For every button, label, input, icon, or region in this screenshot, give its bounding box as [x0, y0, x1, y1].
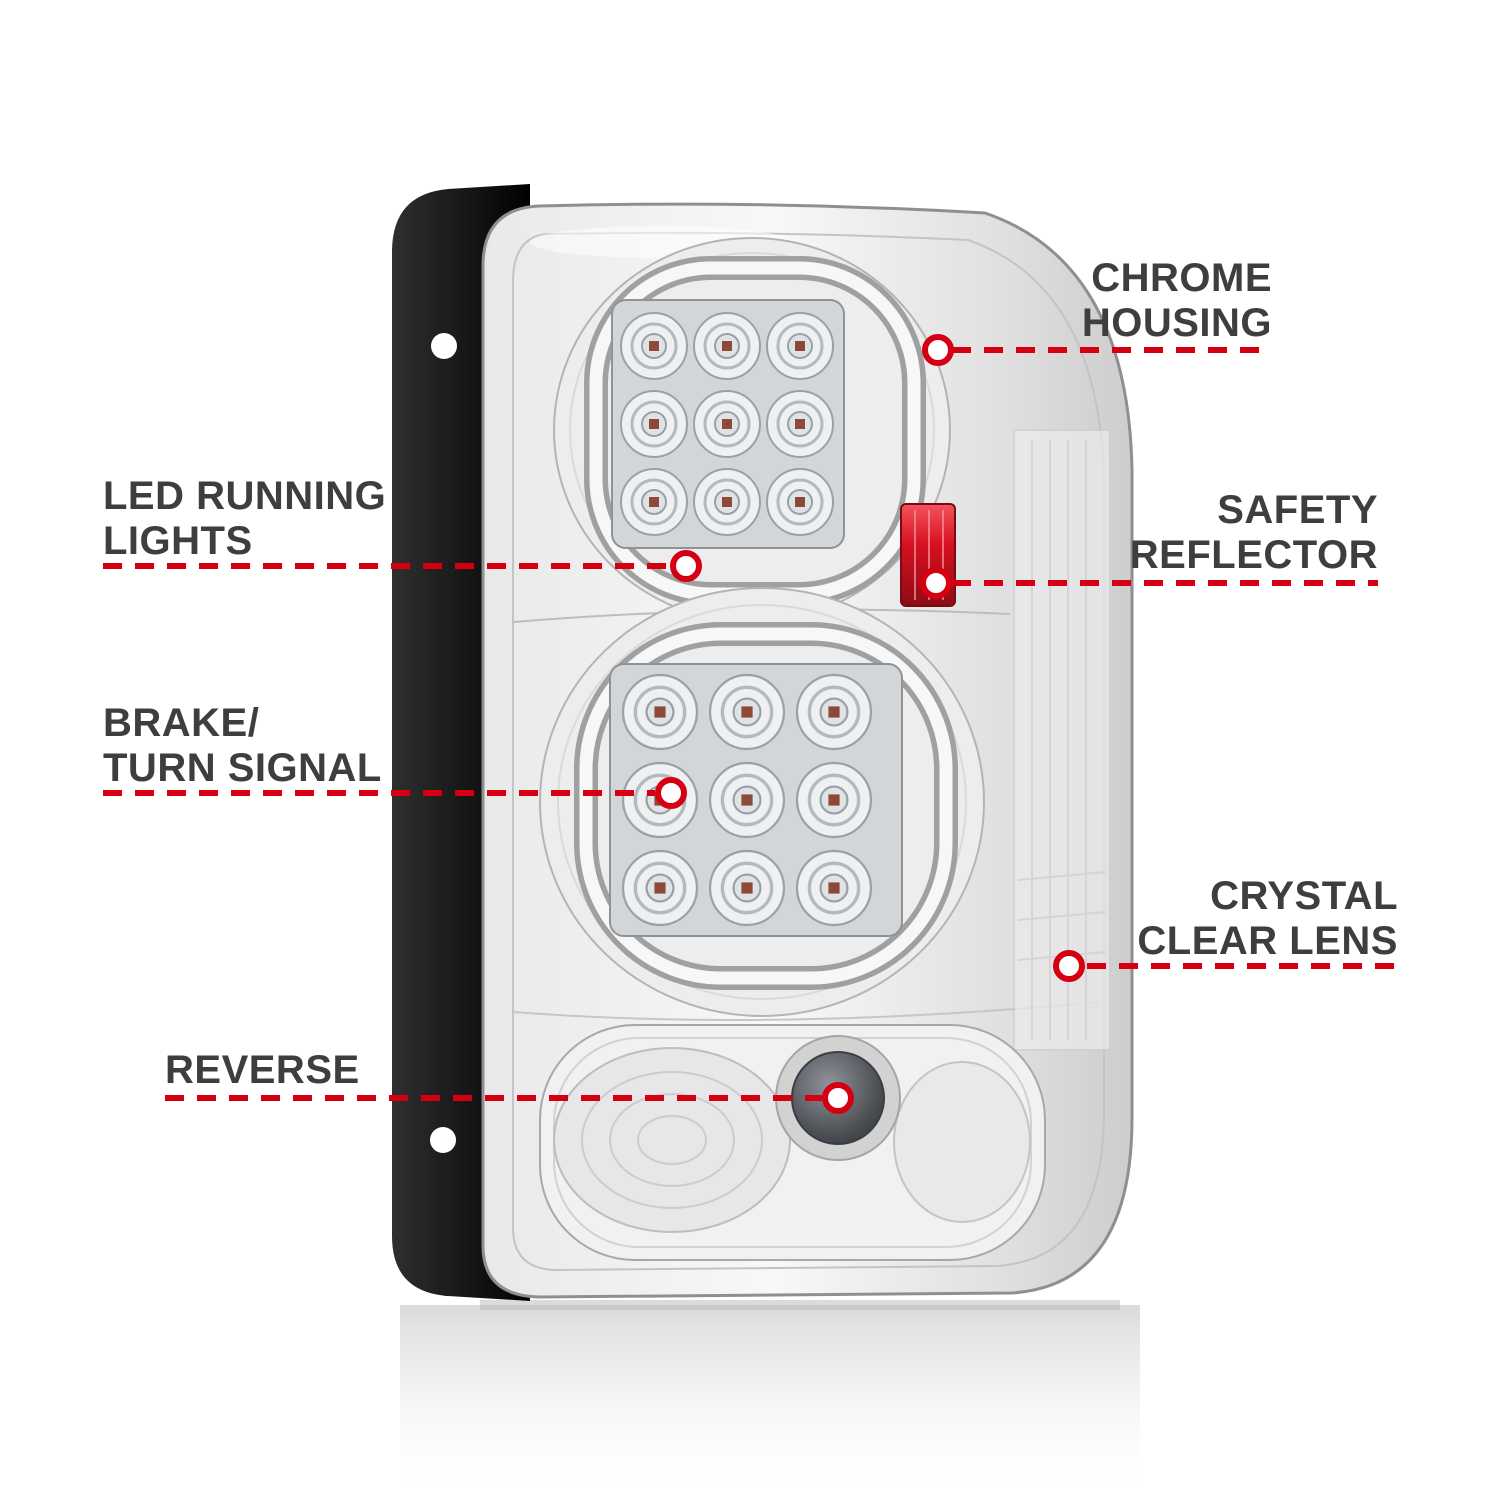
- callout-dot-safety-reflector: [920, 567, 952, 599]
- callout-label-reverse: REVERSE: [165, 1048, 360, 1093]
- callout-text-line: CLEAR LENS: [1137, 918, 1398, 963]
- callout-label-chrome-housing: CHROME HOUSING: [1082, 256, 1272, 346]
- callout-leader-led-running-lights: [103, 563, 668, 569]
- callout-dot-brake-turn-signal: [655, 777, 687, 809]
- callout-leader-crystal-clear-lens: [1087, 963, 1398, 969]
- callout-text-line: LIGHTS: [103, 518, 253, 563]
- callout-dot-led-running-lights: [670, 550, 702, 582]
- crystal-lens-strip: [1013, 429, 1111, 1051]
- callout-text-line: LED RUNNING: [103, 474, 387, 518]
- callout-label-brake-turn-signal: BRAKE/ TURN SIGNAL: [103, 701, 382, 791]
- callout-dot-chrome-housing: [922, 334, 954, 366]
- callout-label-led-running-lights: LED RUNNING LIGHTS: [103, 474, 386, 564]
- callout-text-line: TURN SIGNAL: [103, 745, 382, 790]
- callout-text-line: SAFETY: [1217, 488, 1378, 532]
- callout-label-crystal-clear-lens: CRYSTAL CLEAR LENS: [1137, 874, 1398, 964]
- callout-leader-reverse: [165, 1095, 822, 1101]
- callout-text-line: HOUSING: [1081, 300, 1272, 345]
- callout-label-safety-reflector: SAFETY REFLECTOR: [1130, 488, 1378, 578]
- callout-leader-brake-turn-signal: [103, 790, 655, 796]
- callout-leader-chrome-housing: [952, 347, 1272, 353]
- callout-leader-safety-reflector: [952, 580, 1378, 586]
- callout-text-line: REVERSE: [165, 1048, 360, 1092]
- callout-text-line: CHROME: [1091, 256, 1272, 300]
- bracket-hole-top: [431, 333, 457, 359]
- callout-dot-reverse: [822, 1082, 854, 1114]
- reverse-light-unit: [539, 1024, 1046, 1261]
- callout-text-line: CRYSTAL: [1210, 874, 1398, 918]
- callout-text-line: REFLECTOR: [1129, 532, 1378, 577]
- callout-text-line: BRAKE/: [103, 701, 260, 745]
- callout-dot-crystal-clear-lens: [1053, 950, 1085, 982]
- bracket-hole-bottom: [430, 1127, 456, 1153]
- brake-turn-signal-unit: [539, 587, 985, 1017]
- floor-reflection: [400, 1300, 1140, 1500]
